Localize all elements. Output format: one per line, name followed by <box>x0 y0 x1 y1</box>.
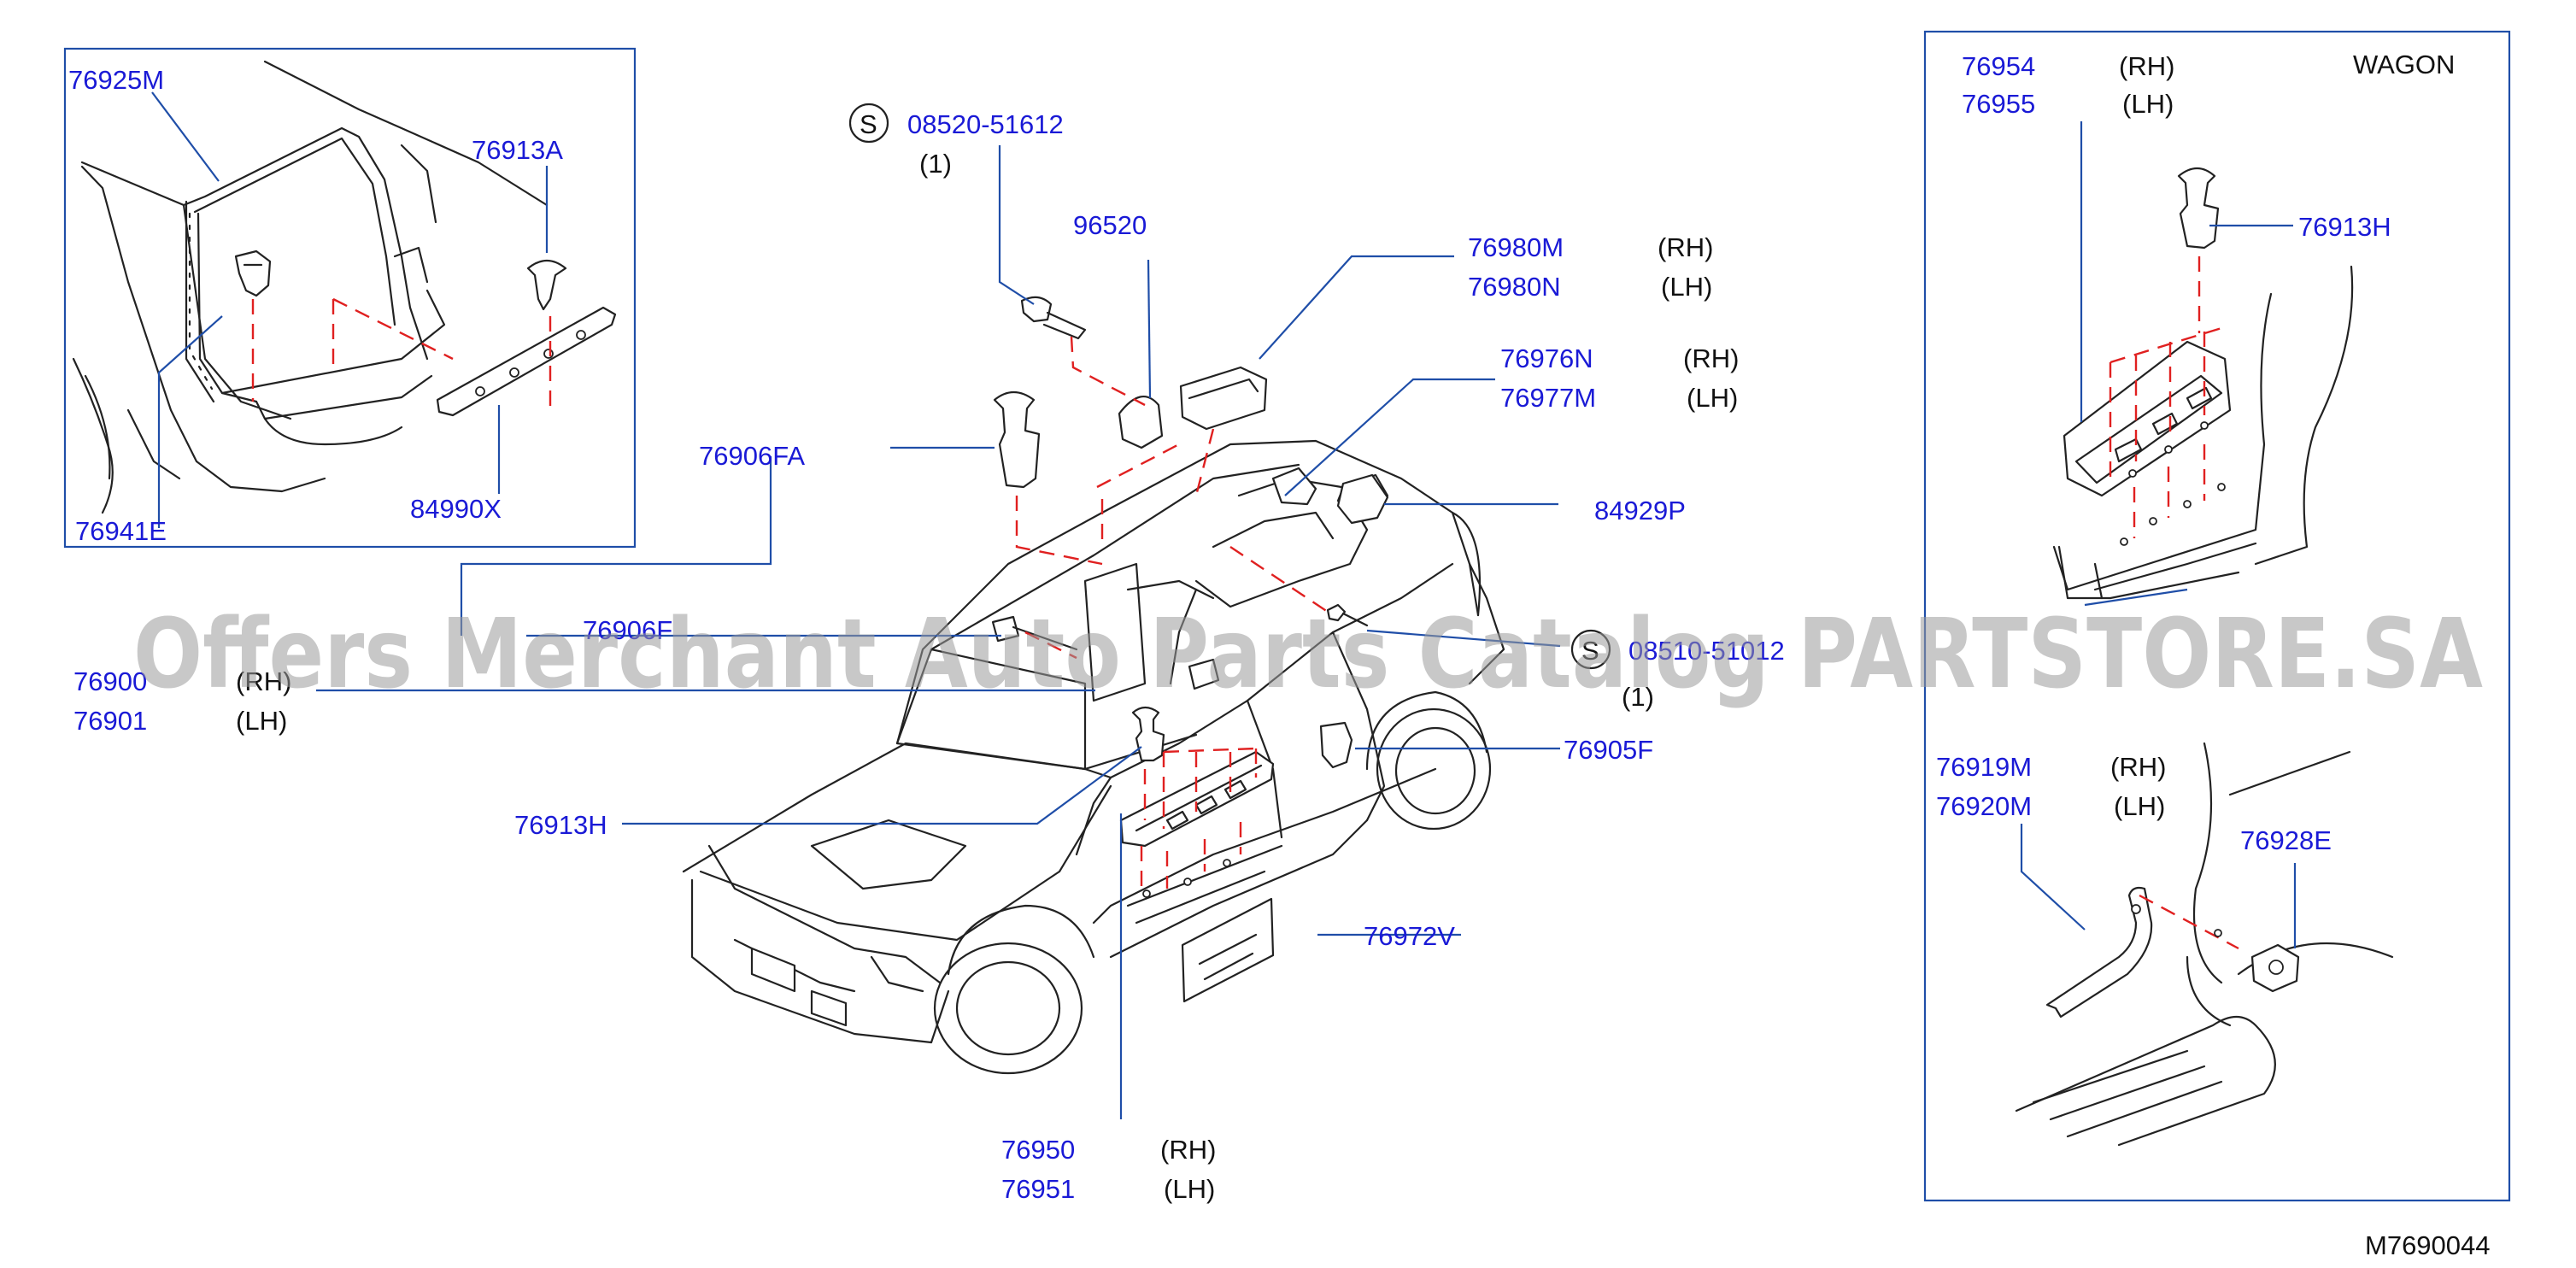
screw-symbol-text-2: S <box>1581 636 1599 666</box>
callout-76976N-side: (RH) <box>1683 343 1739 373</box>
callout-76928E: 76928E <box>2240 825 2332 855</box>
callout-96520: 96520 <box>1073 210 1147 240</box>
callout-08520-51612: 08520-51612 <box>907 109 1064 139</box>
callout-76977M: 76977M <box>1500 383 1596 413</box>
callout-76913H-inset: 76913H <box>2298 212 2391 242</box>
rear-door-opening-illustration <box>72 60 617 514</box>
callout-76955: 76955 <box>1962 89 2035 119</box>
callout-76972V: 76972V <box>1364 921 1455 951</box>
inset-box-wagon <box>1923 30 2511 1202</box>
callout-76951-side: (LH) <box>1164 1174 1215 1204</box>
callout-76976N: 76976N <box>1500 343 1593 373</box>
callout-76977M-side: (LH) <box>1687 383 1738 413</box>
callout-76906F: 76906F <box>583 615 672 645</box>
callout-76900: 76900 <box>73 666 147 696</box>
callout-76905F: 76905F <box>1564 735 1653 765</box>
callout-76920M-side: (LH) <box>2114 791 2165 821</box>
callout-76919M-side: (RH) <box>2110 752 2166 782</box>
callout-76925M: 76925M <box>68 65 164 95</box>
callout-08510-qty: (1) <box>1622 682 1654 712</box>
callout-76954: 76954 <box>1962 51 2035 81</box>
callout-84990X: 84990X <box>410 494 502 524</box>
callout-76913A: 76913A <box>472 135 563 165</box>
callout-08520-qty: (1) <box>919 149 952 179</box>
wagon-body-illustration <box>2015 167 2394 1147</box>
callout-76955-side: (LH) <box>2122 89 2174 119</box>
callout-76980N: 76980N <box>1468 272 1561 302</box>
callout-76920M: 76920M <box>1936 791 2032 821</box>
callout-76980N-side: (LH) <box>1661 272 1712 302</box>
callout-76913H-main: 76913H <box>514 810 607 840</box>
screw-symbol-text: S <box>860 109 877 139</box>
callout-76980M-side: (RH) <box>1658 232 1713 262</box>
callout-76919M: 76919M <box>1936 752 2032 782</box>
callout-76951: 76951 <box>1001 1174 1075 1204</box>
callout-76954-side: (RH) <box>2119 51 2174 81</box>
screw-symbol-circle-2 <box>1570 629 1611 670</box>
callout-76941E: 76941E <box>75 516 167 546</box>
callout-76901-side: (LH) <box>236 706 287 736</box>
screw-symbol-circle <box>848 103 889 144</box>
callout-76950: 76950 <box>1001 1135 1075 1165</box>
inset-title-wagon: WAGON <box>2353 50 2455 79</box>
diagram-id: M7690044 <box>2365 1230 2491 1260</box>
callout-08510-51012: 08510-51012 <box>1628 636 1785 666</box>
callout-76900-side: (RH) <box>236 666 291 696</box>
callout-76980M: 76980M <box>1468 232 1564 262</box>
watermark: Offers Merchant Auto Parts Catalog PARTS… <box>133 599 2483 710</box>
callout-76906FA: 76906FA <box>699 441 805 471</box>
leader-lines <box>151 91 2297 1119</box>
inset-box-rear <box>63 47 637 549</box>
callout-84929P: 84929P <box>1594 496 1686 525</box>
callout-76901: 76901 <box>73 706 147 736</box>
callout-76950-side: (RH) <box>1160 1135 1216 1165</box>
